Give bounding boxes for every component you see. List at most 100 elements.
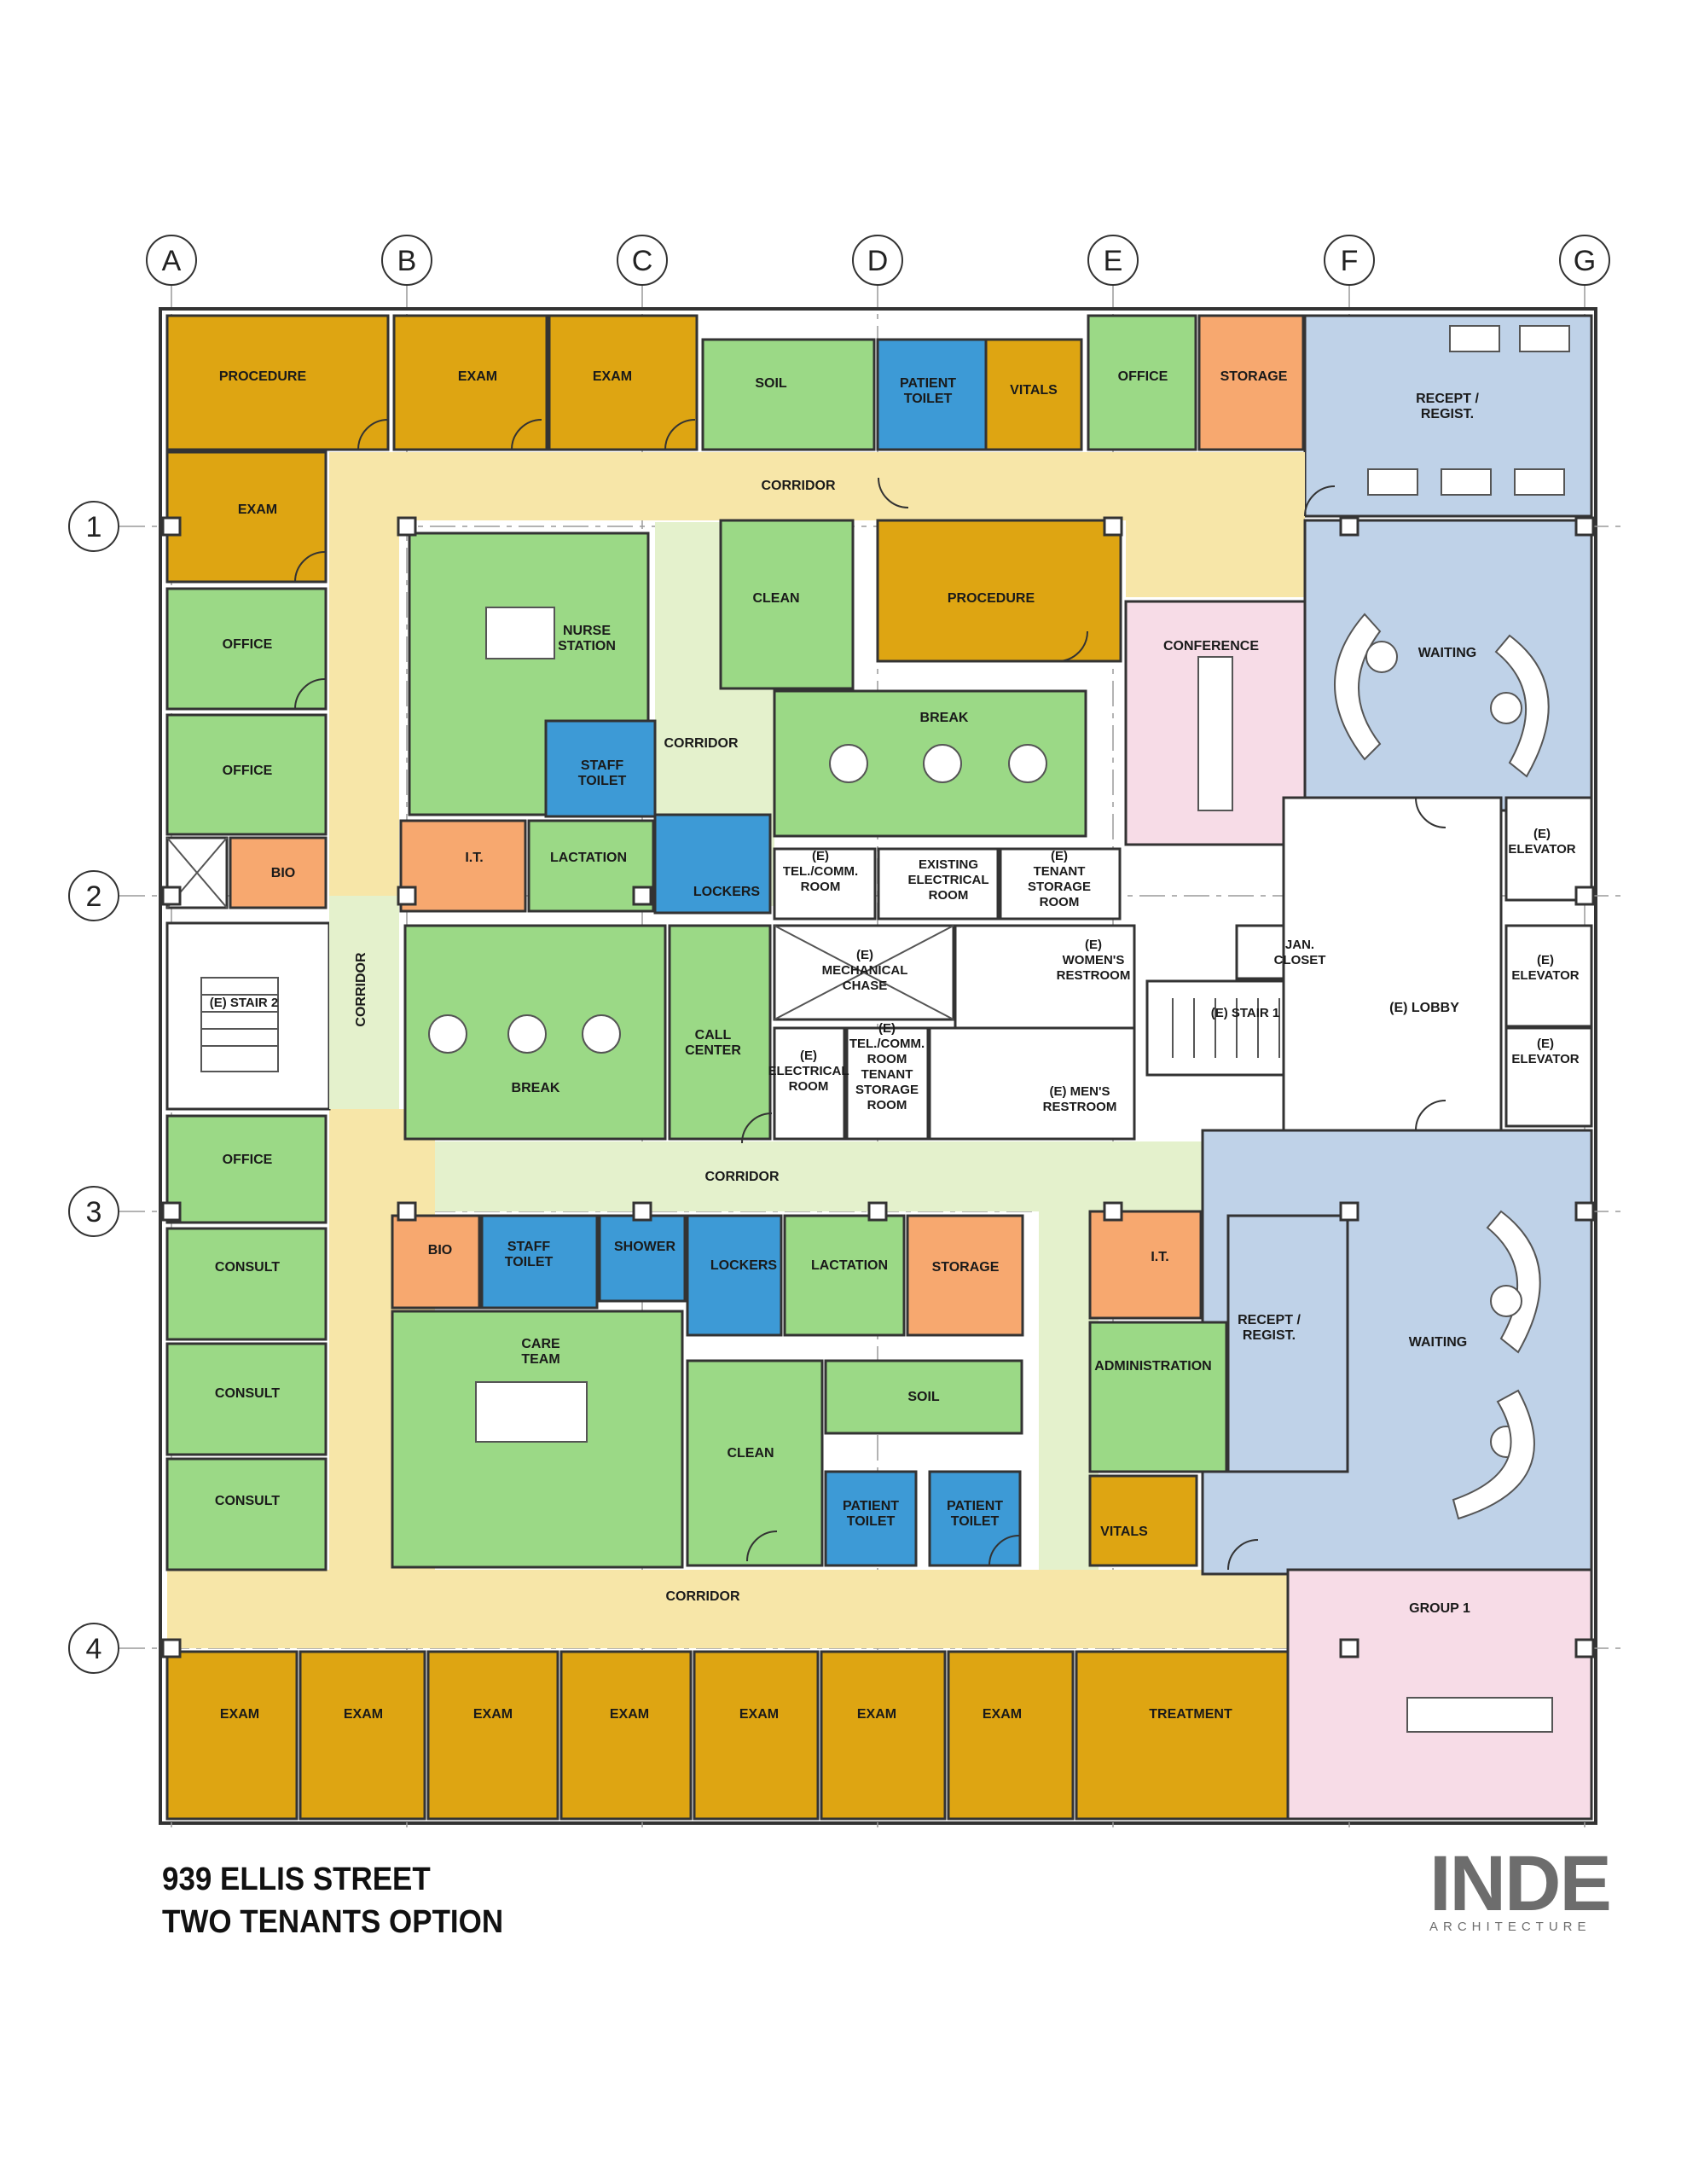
label-call-center-2: CENTER xyxy=(685,1043,741,1058)
label-soil-low: SOIL xyxy=(907,1390,940,1404)
room-administration xyxy=(1088,1321,1228,1473)
label-existing-electrical-1: EXISTING xyxy=(919,857,978,872)
label-tel-comm-tenant-1: (E) xyxy=(878,1021,896,1036)
room-exam-bottom-2 xyxy=(299,1650,426,1821)
label-call-center-1: CALL xyxy=(695,1028,732,1043)
label-patient-toilet-top-2: TOILET xyxy=(904,392,953,406)
logo-word: INDE xyxy=(1429,1840,1612,1927)
room-exam-bottom-3 xyxy=(426,1650,559,1821)
room-tenant-storage-top xyxy=(999,847,1122,921)
room-office-left-2 xyxy=(165,713,328,836)
room-exam-bottom-1 xyxy=(165,1650,299,1821)
label-tenant-storage-top-3: STORAGE xyxy=(1028,880,1091,894)
label-staff-toilet-low-1: STAFF xyxy=(507,1240,551,1254)
label-stair-2: (E) STAIR 2 xyxy=(210,996,279,1010)
label-mens-restroom-1: (E) MEN'S xyxy=(1049,1084,1110,1099)
room-exam-bottom-5 xyxy=(693,1650,820,1821)
room-exam-bottom-7 xyxy=(947,1650,1075,1821)
room-treatment xyxy=(1075,1650,1290,1821)
grid-col-a: A xyxy=(162,245,182,277)
label-office-left-2: OFFICE xyxy=(223,764,273,778)
grid-bubbles: A B C D E F G 1 2 3 4 xyxy=(68,235,1610,1674)
label-group-1: GROUP 1 xyxy=(1409,1601,1470,1616)
label-elevator-1-b: ELEVATOR xyxy=(1508,842,1575,857)
label-patient-toilet-low-1b: TOILET xyxy=(847,1514,896,1529)
room-lockers-top xyxy=(653,813,772,915)
label-nurse-station-2: STATION xyxy=(558,639,616,653)
room-tel-comm-tenant xyxy=(845,1026,930,1141)
label-consult-2: CONSULT xyxy=(215,1386,280,1401)
room-bio-low xyxy=(391,1214,481,1310)
drawing-title: 939 ELLIS STREET TWO TENANTS OPTION xyxy=(162,1858,503,1943)
label-vitals-top: VITALS xyxy=(1010,383,1058,398)
room-staff-toilet-top xyxy=(544,719,657,818)
room-tel-comm-top xyxy=(773,847,877,921)
label-tel-comm-tenant-5: STORAGE xyxy=(855,1083,919,1097)
label-tenant-storage-top-2: TENANT xyxy=(1034,864,1086,879)
label-womens-restroom-2: WOMEN'S xyxy=(1063,953,1125,967)
label-care-team-1: CARE xyxy=(521,1337,560,1351)
grid-row-4: 4 xyxy=(86,1633,102,1665)
label-exam-bottom-6: EXAM xyxy=(857,1707,896,1722)
room-patient-toilet-low-1 xyxy=(824,1470,918,1567)
room-storage-low xyxy=(906,1214,1024,1337)
room-exam-left xyxy=(165,450,328,584)
label-patient-toilet-low-2b: TOILET xyxy=(951,1514,1000,1529)
stair-1-symbol xyxy=(774,925,1280,1058)
label-storage-top: STORAGE xyxy=(1220,369,1288,384)
room-consult-1 xyxy=(165,1227,328,1341)
label-storage-low: STORAGE xyxy=(932,1260,1000,1275)
label-care-team-2: TEAM xyxy=(521,1352,559,1367)
corridor-green xyxy=(329,522,1203,1570)
label-lactation-top: LACTATION xyxy=(550,851,627,865)
label-elevator-3-a: (E) xyxy=(1537,1037,1554,1051)
room-it-top xyxy=(399,819,527,913)
label-clean-top: CLEAN xyxy=(752,591,799,606)
label-patient-toilet-low-2a: PATIENT xyxy=(947,1499,1003,1513)
room-elevator-2 xyxy=(1504,924,1593,1028)
label-electrical-room-1: (E) xyxy=(800,1048,817,1063)
label-procedure-top: PROCEDURE xyxy=(219,369,307,384)
label-recept-top-1: RECEPT / xyxy=(1416,392,1479,406)
room-staff-toilet-low xyxy=(480,1214,599,1310)
label-recept-top-2: REGIST. xyxy=(1421,407,1474,421)
room-patient-toilet-low-2 xyxy=(928,1470,1022,1567)
label-break-mid: BREAK xyxy=(512,1081,560,1095)
title-line-1: 939 ELLIS STREET xyxy=(162,1862,431,1897)
label-patient-toilet-low-1a: PATIENT xyxy=(843,1499,899,1513)
label-office-top: OFFICE xyxy=(1118,369,1168,384)
room-lobby xyxy=(1282,796,1503,1132)
label-exam-bottom-3: EXAM xyxy=(473,1707,513,1722)
label-tel-comm-top-1: (E) xyxy=(812,849,829,863)
room-vitals-low xyxy=(1088,1474,1198,1567)
label-shower: SHOWER xyxy=(614,1240,675,1254)
room-elevator-1 xyxy=(1504,796,1593,902)
label-it-low: I.T. xyxy=(1151,1250,1168,1264)
label-recept-low-2: REGIST. xyxy=(1243,1328,1296,1343)
grid-col-d: D xyxy=(867,245,889,277)
label-corridor-left-v: CORRIDOR xyxy=(354,952,368,1027)
label-treatment: TREATMENT xyxy=(1149,1707,1232,1722)
room-office-left-3 xyxy=(165,1114,328,1224)
label-mechanical-chase-3: CHASE xyxy=(843,979,888,993)
label-electrical-room-3: ROOM xyxy=(789,1079,829,1094)
label-stair-1: (E) STAIR 1 xyxy=(1211,1006,1280,1020)
room-exam-bottom-4 xyxy=(559,1650,693,1821)
label-tel-comm-top-2: TEL./COMM. xyxy=(783,864,858,879)
room-shower xyxy=(598,1214,687,1303)
label-staff-toilet-low-2: TOILET xyxy=(505,1255,554,1269)
label-corridor-mid-h: CORRIDOR xyxy=(704,1170,780,1184)
grid-row-2: 2 xyxy=(86,880,102,913)
label-exam-bottom-1: EXAM xyxy=(220,1707,259,1722)
label-office-left-3: OFFICE xyxy=(223,1153,273,1167)
label-recept-low-1: RECEPT / xyxy=(1238,1313,1301,1327)
label-conference: CONFERENCE xyxy=(1163,639,1259,653)
label-waiting-top: WAITING xyxy=(1418,646,1476,660)
room-electrical-room xyxy=(773,1026,846,1141)
label-exam-bottom-5: EXAM xyxy=(739,1707,779,1722)
furniture-tables xyxy=(428,325,1570,1733)
label-corridor-top: CORRIDOR xyxy=(761,479,836,493)
room-soil-low xyxy=(824,1359,1023,1435)
label-soil-top: SOIL xyxy=(755,376,787,391)
